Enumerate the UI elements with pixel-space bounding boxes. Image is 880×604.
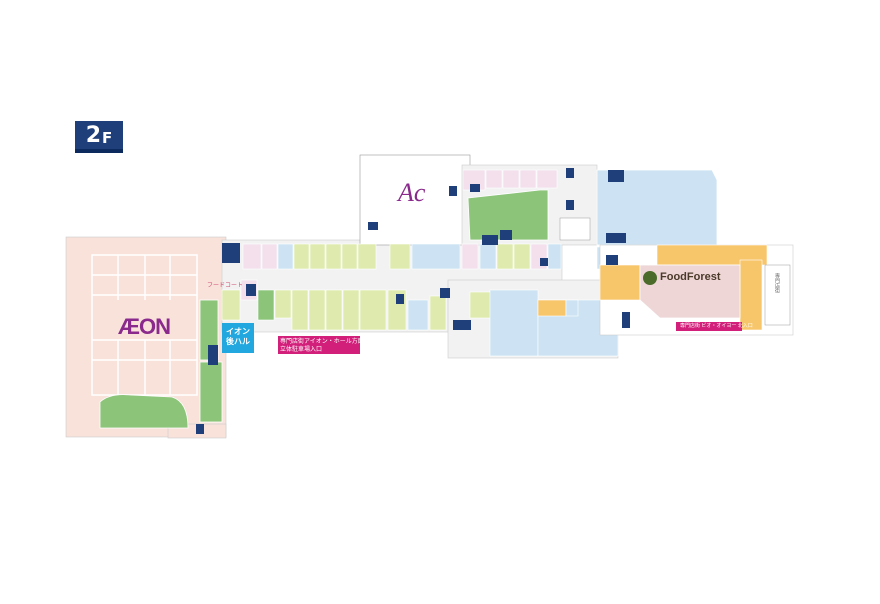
restroom-icon [453, 320, 471, 330]
side-vertical-text: 専門店街 [774, 273, 780, 293]
floor-number: 2 [85, 123, 102, 148]
elevator-icon [606, 255, 618, 265]
aeon-counter-label: イオン 後ハル [226, 327, 250, 346]
pink-sign-right [676, 322, 742, 331]
food-court-label: フードコート [207, 283, 244, 289]
escalator-icon [208, 345, 218, 365]
floor-badge: 2 F [75, 121, 123, 153]
restroom-icon [606, 233, 626, 243]
aeon-counter[interactable] [222, 323, 254, 353]
pink-sign-right-text: 専門店街 ビオ・オイヨー 北入口 [680, 323, 753, 329]
escalator-icon [470, 184, 480, 192]
restroom-icon [222, 243, 240, 263]
pink-sign-center [278, 336, 360, 354]
blue-zone-center[interactable] [489, 289, 619, 357]
ac-zone[interactable] [462, 169, 591, 241]
ac-logo: Ac [398, 178, 426, 207]
escalator-icon [540, 258, 548, 266]
elevator-icon [566, 168, 574, 178]
bottom-shops[interactable] [221, 279, 493, 331]
food-forest-logo: FoodForest [660, 271, 721, 283]
pink-sign-center-line1: 専門店街アイオン・ホール方面 [280, 339, 364, 345]
restroom-icon [482, 235, 498, 245]
top-shops[interactable] [242, 243, 562, 270]
service-icons [196, 168, 630, 434]
escalator-icon [622, 312, 630, 328]
elevator-icon [440, 288, 450, 298]
elevator-icon [368, 222, 378, 230]
aeon-logo: ÆON [118, 314, 171, 339]
pink-sign-center-line2: 立体駐車場入口 [280, 347, 323, 353]
floor-unit: F [102, 129, 113, 147]
food-forest-logo-icon [643, 271, 657, 285]
escalator-icon [396, 294, 404, 304]
elevator-icon [449, 186, 457, 196]
elevator-icon [246, 284, 256, 296]
restroom-icon [608, 170, 624, 182]
elevator-icon [196, 424, 204, 434]
escalator-icon [566, 200, 574, 210]
elevator-icon [500, 230, 512, 240]
food-forest-zone[interactable] [599, 244, 794, 336]
